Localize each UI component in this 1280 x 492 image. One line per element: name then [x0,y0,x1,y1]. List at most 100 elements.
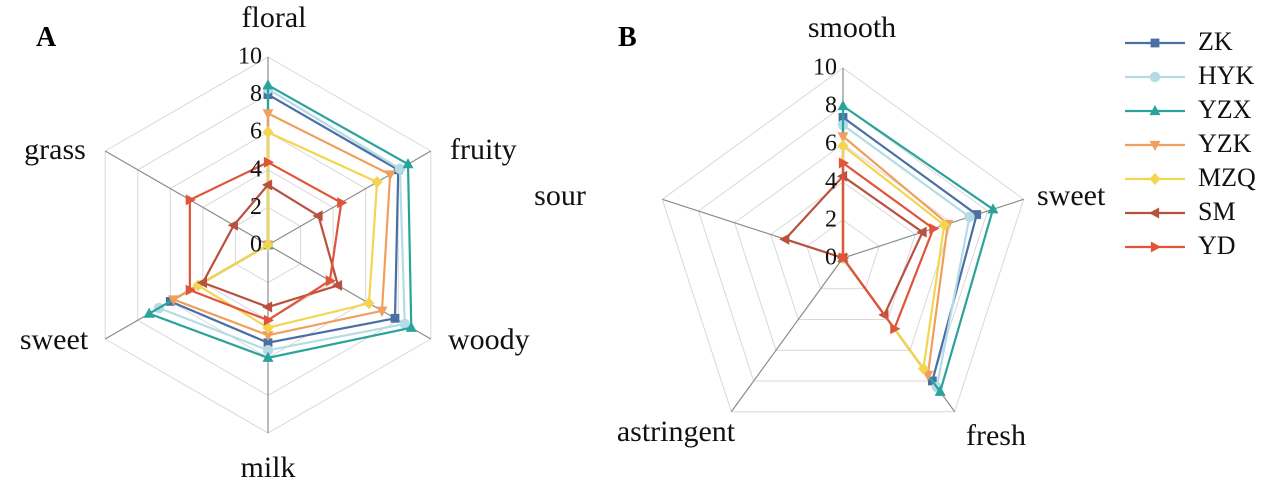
axis-spoke [730,257,844,413]
legend-label-yzx: YZX [1198,95,1252,124]
legend-marker-mzq [1149,172,1161,186]
tick-label-8: 8 [250,81,262,107]
data-point-yd-sour [838,252,850,264]
legend-label-zk: ZK [1198,27,1233,56]
data-point-yzk-floral [262,109,274,120]
legend-item-hyk: HYK [1125,61,1255,90]
data-point-yzk-fresh [922,370,934,381]
tick-label-2: 2 [825,207,837,233]
axis-label-woody: woody [448,323,530,356]
legend-marker-yzk [1149,140,1161,152]
series-line-yd [841,160,935,331]
data-point-mzq-grass [262,238,274,252]
series-hyk [837,119,975,393]
panel-label: A [36,22,57,53]
data-point-yzx-smooth [837,99,849,111]
data-point-mzq-smooth [837,139,849,152]
axis-label-fruity: fruity [450,133,517,166]
data-point-yzk-milk [262,331,274,342]
data-point-hyk-milk [262,345,274,356]
axis-label-smooth: smooth [808,11,896,44]
data-point-sm-fruity [312,210,323,222]
data-point-zk-sweet [972,210,982,219]
grid-ring [770,181,916,320]
radar-chart-a: floral fruity woody milk sweet grass 0 2 4 6 8 10 A [20,1,530,484]
series-sm [196,179,343,313]
data-point-sm-sweet [196,277,207,289]
data-point-yzx-sweet [987,203,999,214]
data-point-yzx-milk [262,351,274,362]
legend-item-zk: ZK [1125,27,1233,56]
legend-label-yd: YD [1198,231,1236,260]
data-point-yd-floral [263,156,275,168]
tick-label-4: 4 [250,156,262,182]
tick-label-4: 4 [825,169,837,195]
legend-marker-zk [1150,38,1160,48]
data-point-yzx-fruity [402,158,414,169]
data-point-hyk-fruity [394,163,406,175]
data-point-yzx-woody [405,321,417,332]
data-point-mzq-sweet [192,279,204,292]
series-hyk [153,83,410,356]
axis-label-sweet: sweet [20,323,89,356]
legend-marker-sm [1148,207,1160,219]
data-point-sm-grass [227,219,238,231]
data-point-yzk-fruity [384,170,396,181]
data-point-yd-grass [185,194,196,206]
legend-label-sm: SM [1198,197,1236,226]
data-point-yd-smooth [838,157,850,169]
grid-ring [661,67,1025,413]
data-point-yd-sweet [929,223,940,235]
tick-label-0: 0 [250,232,262,258]
tick-label-0: 0 [825,245,837,271]
legend-label-mzq: MZQ [1198,163,1256,192]
tick-label-2: 2 [250,194,262,220]
data-point-yzx-sweet [143,307,155,318]
axis-label-grass: grass [24,133,86,166]
legend-item-yzx: YZX [1125,95,1252,124]
axis-label-floral: floral [242,1,307,34]
tick-label-10: 10 [238,44,262,70]
data-point-yd-woody [325,275,336,287]
legend-item-mzq: MZQ [1125,163,1256,192]
series-line-sm [783,174,924,318]
tick-label-10: 10 [813,55,837,81]
axis-label-milk: milk [240,451,295,484]
data-point-sm-sweet [916,226,927,238]
data-point-sm-woody [331,279,343,291]
series-yd [185,156,348,326]
data-point-yzk-smooth [837,132,849,143]
tick-label-8: 8 [825,93,837,119]
data-point-yzx-floral [262,79,274,90]
data-point-yd-fresh [890,323,901,335]
data-point-yd-fruity [337,197,348,209]
series-line-yzx [146,83,413,359]
series-yzk [168,109,396,342]
data-point-yzx-fresh [934,385,946,396]
legend-marker-hyk [1149,71,1161,83]
data-point-hyk-sweet [964,211,975,223]
data-point-mzq-woody [363,297,375,310]
data-point-yd-milk [263,314,275,326]
data-point-mzq-sweet [938,219,950,232]
data-point-sm-milk [261,301,273,313]
data-point-hyk-woody [399,318,410,330]
grid-ring [697,105,989,382]
legend-item-yd: YD [1125,231,1236,260]
grid-ring [733,143,953,351]
series-zk [838,113,982,386]
series-line-yzk [841,134,949,378]
series-line-yzx [841,103,995,395]
axis-label-astringent: astringent [617,415,736,448]
data-point-yd-sweet [185,284,196,296]
legend-label-hyk: HYK [1198,61,1255,90]
grid-ring [806,219,880,290]
axis-label-fresh: fresh [966,419,1026,452]
legend-item-sm: SM [1125,197,1236,226]
axis-label-sour: sour [534,179,586,212]
tick-label-6: 6 [825,131,837,157]
tick-label-6: 6 [250,119,262,145]
